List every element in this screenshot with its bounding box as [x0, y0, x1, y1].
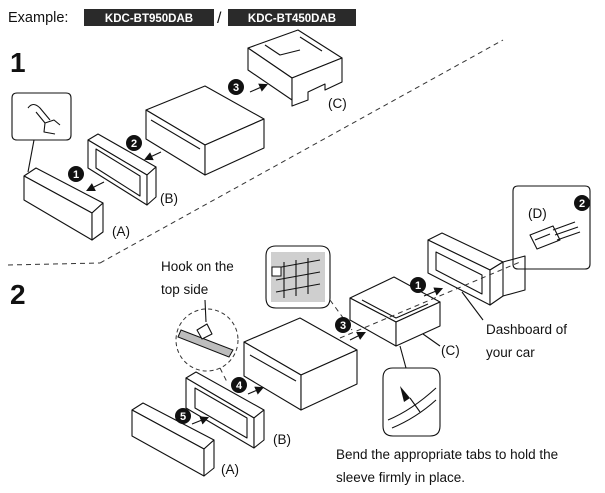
- svg-text:1: 1: [73, 169, 79, 181]
- arrow-icon: [86, 181, 105, 191]
- arrow-icon: [249, 83, 269, 93]
- svg-text:2: 2: [579, 198, 585, 210]
- label-c-top: (C): [328, 96, 347, 111]
- badge-connector-2: [574, 195, 590, 211]
- label-d: (D): [528, 206, 547, 221]
- trim-plate-b-top: [87, 133, 157, 206]
- badge-step-1-bottom: [410, 277, 426, 293]
- model-a-label: KDC-BT950DAB: [105, 13, 193, 25]
- label-a-bottom: (A): [221, 462, 239, 477]
- dashboard: [427, 232, 526, 306]
- arrow-icon: [144, 151, 162, 161]
- hook-detail-zoom: [175, 299, 239, 385]
- hand-press-icon: [11, 92, 72, 173]
- badge-step-1: [68, 166, 84, 182]
- model-a-box: [84, 9, 214, 26]
- dashboard-caption-line2: your car: [486, 345, 535, 360]
- label-b-bottom: (B): [273, 432, 291, 447]
- arrow-icon: [423, 287, 444, 297]
- sleeve-leader: [422, 333, 441, 347]
- example-prefix: Example:: [8, 10, 68, 26]
- svg-text:1: 1: [415, 280, 421, 292]
- bend-caption-line2: sleeve firmly in place.: [336, 470, 465, 485]
- bend-caption-line1: Bend the appropriate tabs to hold the: [336, 447, 558, 462]
- badge-step-2: [126, 135, 142, 151]
- faceplate-a-bottom: [131, 402, 215, 477]
- badge-step-5: [175, 408, 191, 424]
- section-divider-horizontal: [7, 262, 101, 266]
- connector-d-box: [512, 185, 591, 270]
- section-2-number: 2: [10, 279, 26, 310]
- svg-text:4: 4: [236, 380, 243, 392]
- section-1-number: 1: [10, 47, 26, 78]
- unit-top: [145, 85, 265, 176]
- sleeve-detail-zoom: [265, 245, 353, 331]
- arrow-icon: [247, 386, 265, 395]
- section-divider-diagonal: [99, 39, 504, 264]
- model-b-box: [228, 9, 356, 26]
- badge-step-3: [228, 79, 244, 95]
- hook-caption-line1: Hook on the: [161, 259, 234, 274]
- arrow-icon: [349, 332, 366, 341]
- model-separator: /: [217, 10, 222, 27]
- svg-text:2: 2: [131, 138, 137, 150]
- dashboard-caption-line1: Dashboard of: [486, 322, 567, 337]
- label-c-bottom: (C): [441, 343, 460, 358]
- badge-step-4: [231, 377, 247, 393]
- tab-bend-detail: [382, 345, 441, 437]
- hook-caption-line2: top side: [161, 282, 208, 297]
- arrow-icon: [191, 416, 210, 425]
- svg-text:3: 3: [233, 82, 239, 94]
- insertion-guide: [339, 261, 521, 339]
- svg-text:3: 3: [340, 320, 346, 332]
- trim-plate-b-bottom: [185, 371, 265, 449]
- faceplate-a-top: [23, 167, 104, 241]
- badge-step-3-bottom: [335, 317, 351, 333]
- label-a-top: (A): [112, 224, 130, 239]
- sleeve-c-top: [247, 29, 343, 107]
- svg-text:5: 5: [180, 411, 186, 423]
- dashboard-leader: [461, 291, 484, 321]
- unit-bottom: [243, 317, 358, 411]
- label-b-top: (B): [160, 191, 178, 206]
- sleeve-c-bottom: [349, 276, 441, 347]
- model-b-label: KDC-BT450DAB: [248, 13, 336, 25]
